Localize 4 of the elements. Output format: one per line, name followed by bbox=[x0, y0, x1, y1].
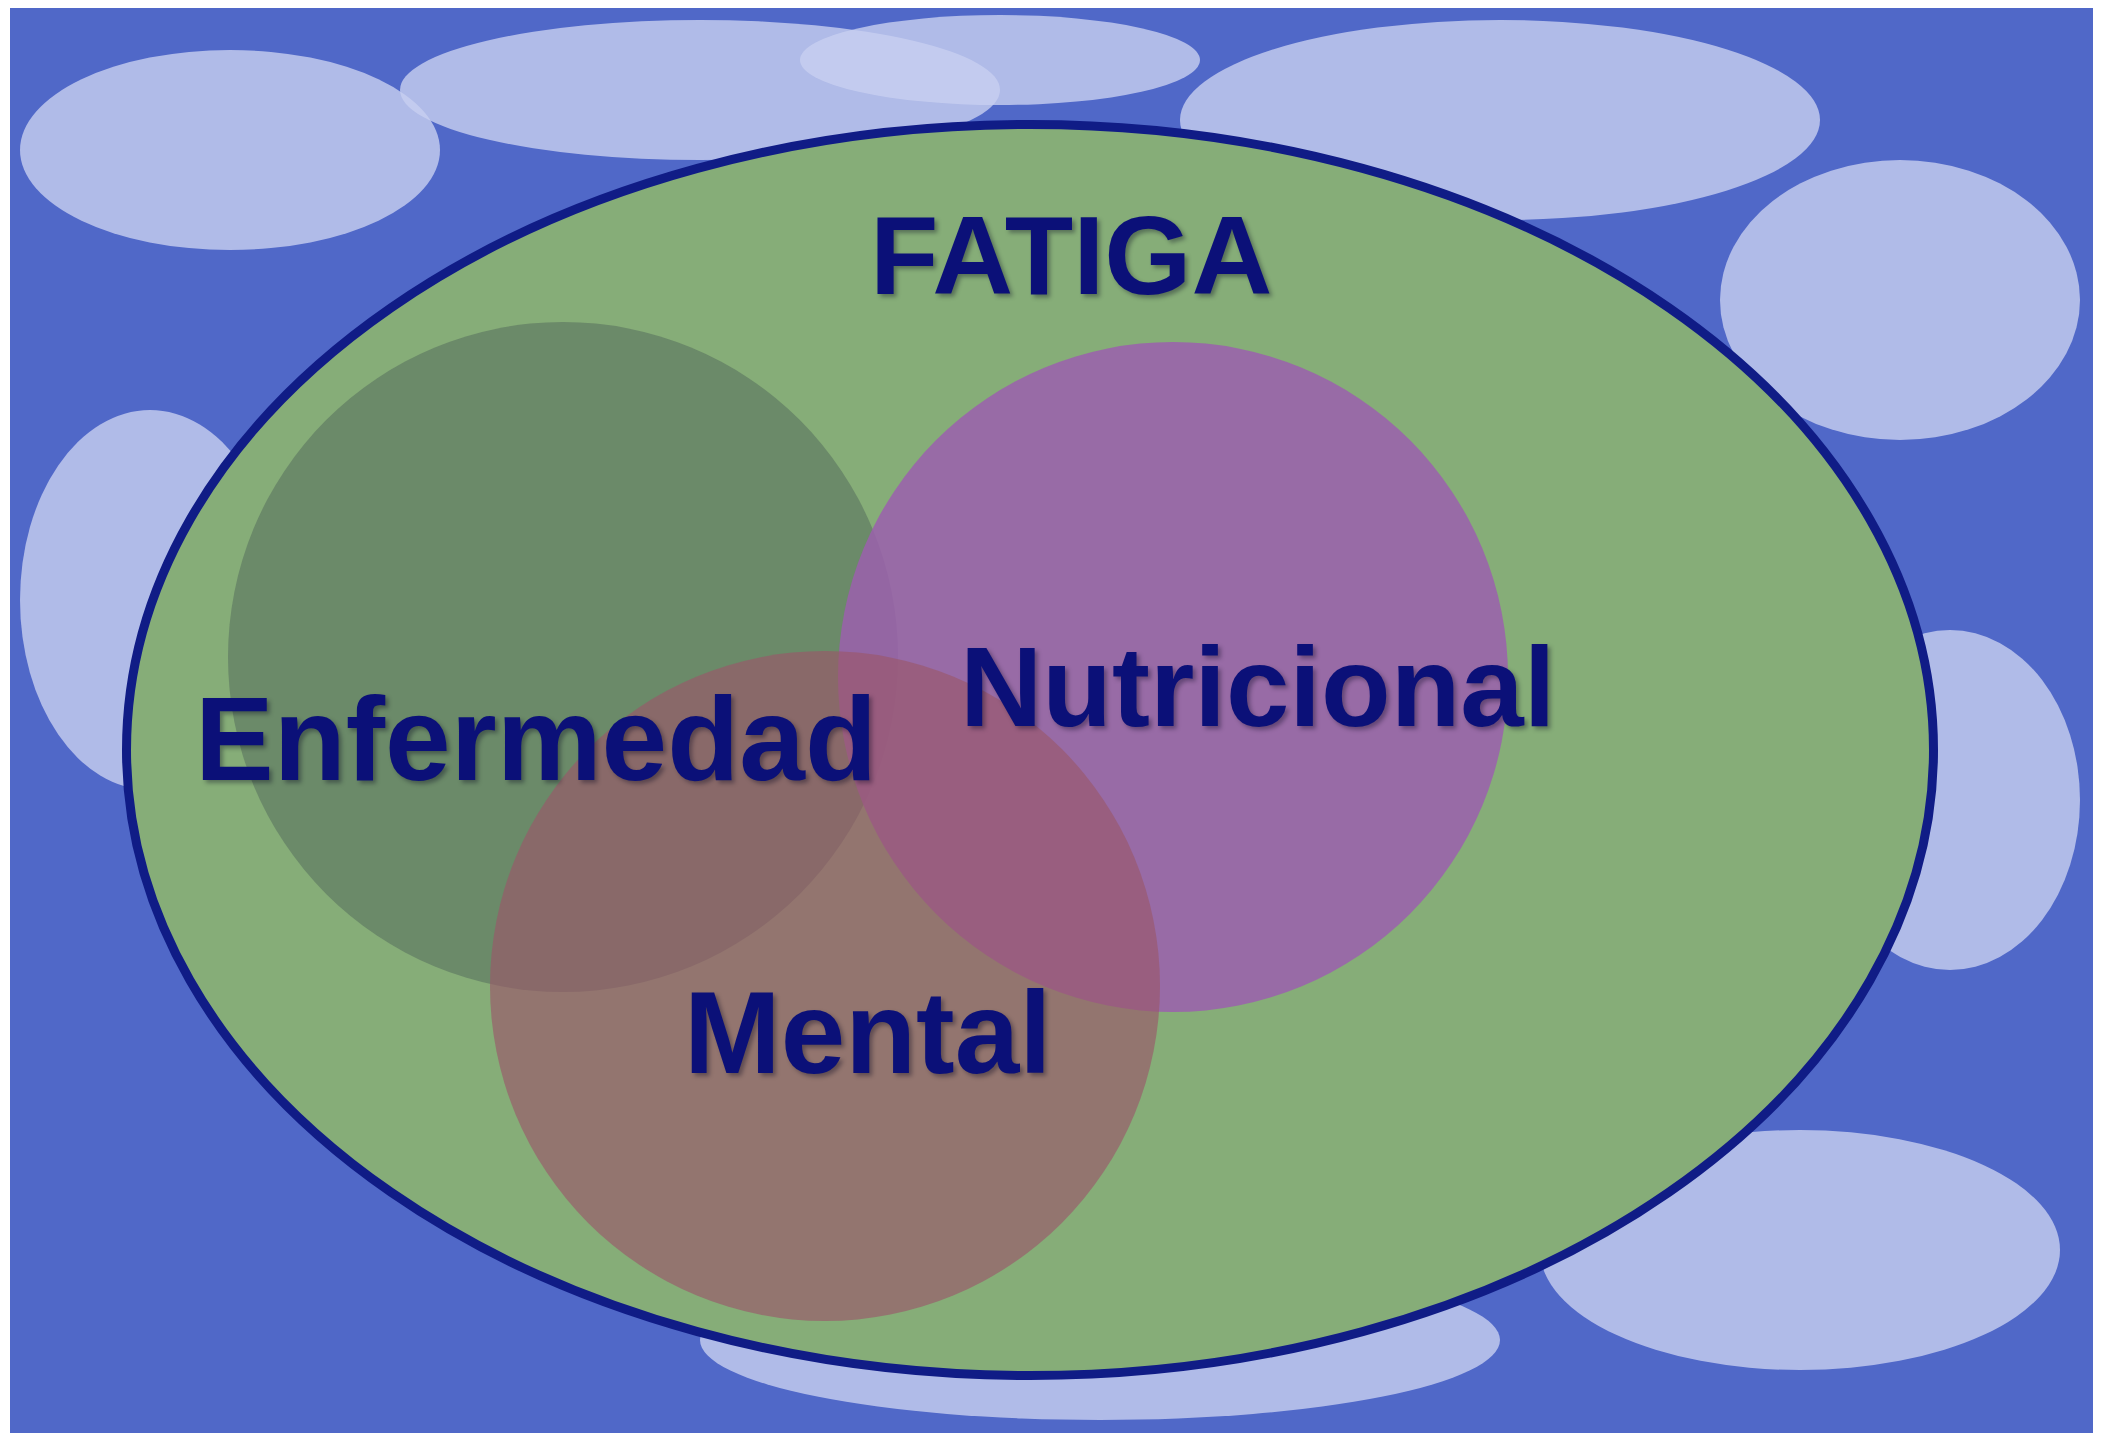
set-title: FATIGA bbox=[870, 200, 1273, 312]
set-label: Enfermedad bbox=[195, 680, 877, 798]
set-label: Nutricional bbox=[960, 630, 1556, 744]
set-label: Mental bbox=[684, 975, 1052, 1091]
